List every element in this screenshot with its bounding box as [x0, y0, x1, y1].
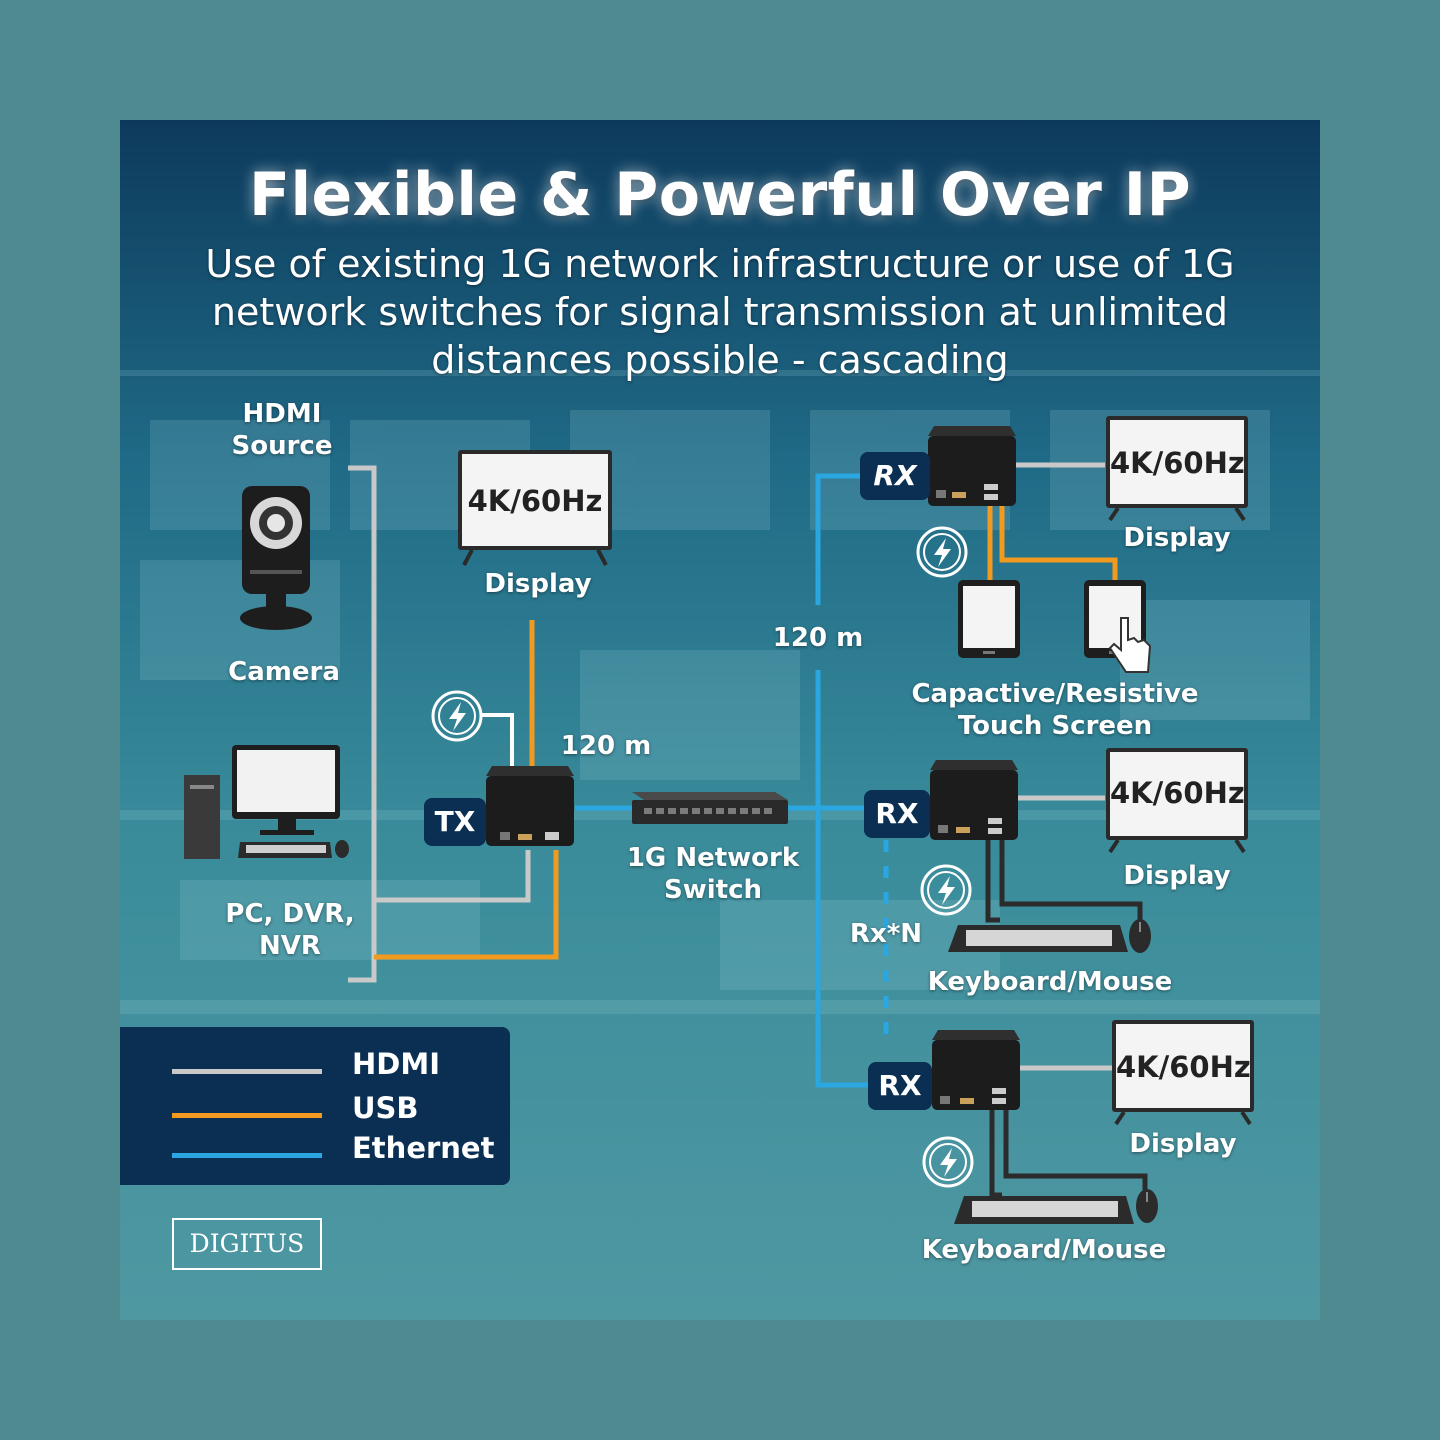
usb-rx2-keyboard — [985, 838, 1000, 923]
legend: HDMI USB Ethernet — [120, 1027, 510, 1185]
tx-display-icon — [458, 450, 612, 566]
power-cable-tx — [482, 713, 514, 770]
rx3-display-icon — [1112, 1020, 1254, 1126]
legend-ethernet-swatch — [172, 1153, 322, 1158]
tx-distance-label: 120 m — [560, 731, 652, 761]
keyboard-icon — [954, 1196, 1134, 1224]
rx3-display-screen-text: 4K/60Hz — [1116, 1050, 1251, 1084]
rx2-display-screen-text: 4K/60Hz — [1110, 776, 1245, 810]
rx1-display-screen-text: 4K/60Hz — [1110, 446, 1245, 480]
rx3-peripheral-label: Keyboard/Mouse — [921, 1235, 1167, 1265]
page-subtitle: Use of existing 1G network infrastructur… — [205, 242, 1235, 382]
usb-rx1-tablet2 — [999, 505, 1118, 580]
rx3-badge: RX — [868, 1062, 932, 1110]
pc-icon — [184, 745, 349, 859]
camera-icon — [240, 486, 312, 630]
rx2-peripheral-label: Keyboard/Mouse — [927, 967, 1173, 997]
power-icon — [922, 1136, 974, 1188]
page-title: Flexible & Powerful Over IP — [248, 160, 1192, 230]
usb-rx2-mouse — [999, 838, 1143, 920]
rx2-display-icon — [1106, 748, 1248, 854]
rx3-display-label: Display — [1129, 1129, 1237, 1159]
mouse-icon — [1136, 1189, 1158, 1223]
usb-cable-tx — [374, 850, 559, 960]
switch-label: 1G Network Switch — [626, 843, 800, 905]
rx1-peripheral-label: Capactive/Resistive Touch Screen — [911, 679, 1199, 741]
tablet-icon — [958, 580, 1020, 658]
usb-rx3-keyboard — [989, 1108, 1002, 1198]
rx-distance-label: 120 m — [772, 623, 864, 653]
ethernet-trunk-lower — [815, 670, 872, 1088]
network-switch-icon — [632, 792, 788, 824]
legend-ethernet-label: Ethernet — [352, 1131, 495, 1165]
pc-label: PC, DVR, NVR — [225, 899, 355, 961]
rx2-display-label: Display — [1123, 861, 1231, 891]
connection-diagram — [184, 416, 1254, 1224]
ethernet-trunk-upper — [815, 473, 865, 605]
hdmi-cable-tx — [374, 850, 531, 903]
rx1-display-icon — [1106, 416, 1248, 522]
hdmi-source-bracket — [348, 465, 377, 983]
keyboard-icon — [948, 925, 1128, 952]
tx-display-screen-text: 4K/60Hz — [467, 484, 603, 518]
mouse-icon — [1129, 919, 1151, 953]
rx1-extender-device — [928, 426, 1016, 506]
tx-badge: TX — [424, 798, 486, 846]
rx2-badge: RX — [864, 790, 930, 838]
rx-multiplier-label: Rx*N — [849, 919, 923, 949]
tx-display-label: Display — [484, 569, 592, 599]
infographic-card: Flexible & Powerful Over IP Use of exist… — [120, 120, 1320, 1320]
hdmi-source-label: HDMI Source — [231, 399, 333, 461]
legend-usb-label: USB — [352, 1091, 419, 1125]
rx2-extender-device — [930, 760, 1018, 840]
legend-hdmi-swatch — [172, 1069, 322, 1074]
rx1-display-label: Display — [1123, 523, 1231, 553]
digitus-logo: DIGITUS — [172, 1218, 322, 1270]
rx1-badge: RX — [860, 452, 930, 500]
legend-hdmi-label: HDMI — [352, 1047, 440, 1081]
legend-usb-swatch — [172, 1113, 322, 1118]
usb-rx3-mouse — [1003, 1108, 1148, 1190]
power-icon — [431, 690, 483, 742]
rx3-extender-device — [932, 1030, 1020, 1110]
touch-hand-icon — [1108, 617, 1152, 673]
power-icon — [920, 864, 972, 916]
power-icon — [916, 526, 968, 578]
tx-extender-device — [486, 766, 574, 846]
camera-label: Camera — [228, 657, 340, 687]
